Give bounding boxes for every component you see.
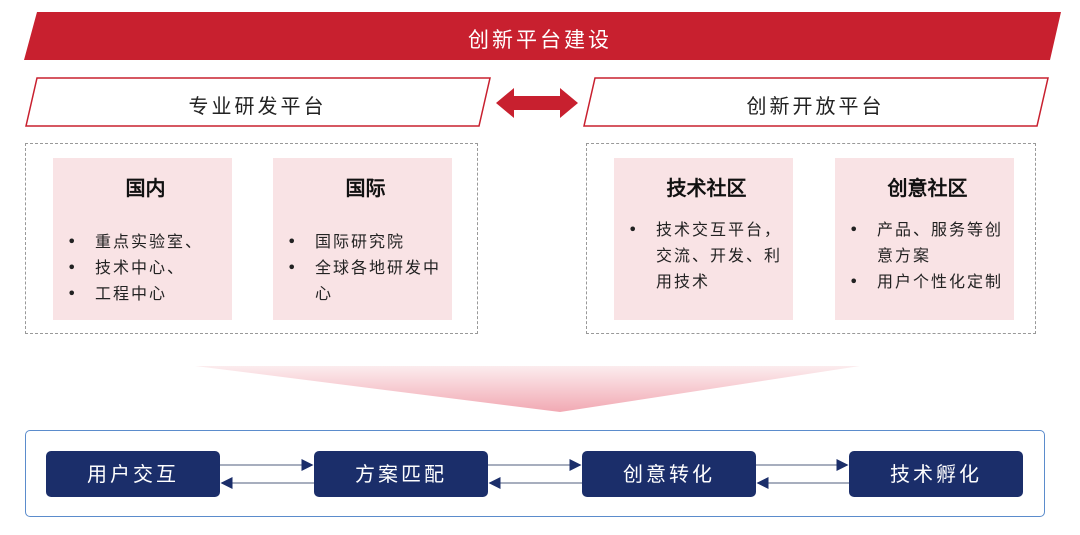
card-international: 国际 国际研究院 全球各地研发中心 — [273, 158, 452, 320]
right-platform-title: 创新开放平台 — [746, 94, 885, 118]
list-item: 技术交互平台，交流、开发、利用技术 — [628, 217, 785, 295]
list-item: 国际研究院 — [287, 229, 444, 255]
card-title: 技术社区 — [666, 176, 747, 200]
step-tech-incubation: 技术孵化 — [849, 451, 1023, 497]
list-item: 重点实验室、 — [67, 229, 224, 255]
banner-shape — [24, 12, 1061, 60]
card-tech-community: 技术社区 技术交互平台，交流、开发、利用技术 — [614, 158, 793, 320]
step-idea-conversion: 创意转化 — [582, 451, 756, 497]
card-title: 创意社区 — [887, 176, 968, 200]
card-domestic: 国内 重点实验室、 技术中心、 工程中心 — [53, 158, 232, 320]
list-item: 工程中心 — [67, 281, 224, 307]
process-arrows — [220, 459, 849, 489]
left-platform-shape — [25, 77, 491, 127]
double-arrow-icon — [496, 88, 578, 118]
left-platform-group — [25, 143, 478, 334]
process-frame — [25, 430, 1045, 517]
list-item: 产品、服务等创意方案 — [849, 217, 1006, 269]
card-title: 国际 — [345, 176, 386, 200]
right-platform-shape — [583, 77, 1049, 127]
list-item: 全球各地研发中心 — [287, 255, 444, 307]
right-platform-group — [586, 143, 1036, 334]
step-user-interaction: 用户交互 — [46, 451, 220, 497]
left-platform-title: 专业研发平台 — [188, 94, 327, 118]
step-solution-matching: 方案匹配 — [314, 451, 488, 497]
banner-title: 创新平台建设 — [468, 28, 612, 52]
card-title: 国内 — [125, 176, 166, 200]
list-item: 用户个性化定制 — [849, 269, 1006, 295]
funnel-shape — [195, 366, 860, 412]
list-item: 技术中心、 — [67, 255, 224, 281]
card-idea-community: 创意社区 产品、服务等创意方案 用户个性化定制 — [835, 158, 1014, 320]
